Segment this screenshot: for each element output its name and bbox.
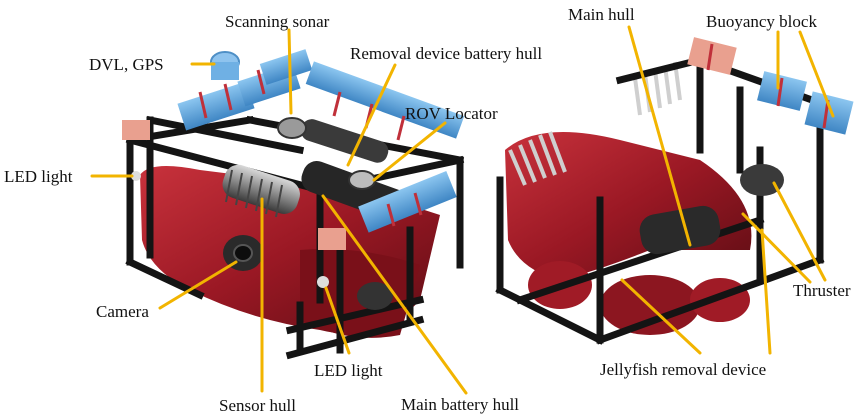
- label-thruster: Thruster: [793, 281, 851, 300]
- label-camera: Camera: [96, 302, 149, 321]
- right-thruster-shape: [740, 164, 784, 196]
- left-sonar-shape: [277, 117, 307, 139]
- leader-rov-locator: [372, 121, 447, 182]
- leader-removal-battery-hull: [346, 63, 397, 167]
- leader-jellyfish-removal-2: [760, 228, 772, 355]
- leader-main-battery-hull: [321, 194, 468, 395]
- label-main-battery-hull: Main battery hull: [401, 395, 520, 414]
- label-removal-device-battery-hull: Removal device battery hull: [350, 44, 543, 63]
- left-buoyancy-blocks: [122, 49, 465, 250]
- right-buoyancy-blocks: [687, 37, 854, 135]
- left-led-light-shape: [131, 171, 141, 181]
- label-sensor-hull: Sensor hull: [219, 396, 296, 415]
- label-jellyfish-removal-device: Jellyfish removal device: [600, 360, 767, 379]
- left-thruster-shape: [357, 282, 393, 310]
- left-sensor-hull-rings: [225, 169, 283, 218]
- label-buoyancy-block: Buoyancy block: [706, 12, 817, 31]
- label-scanning-sonar: Scanning sonar: [225, 12, 330, 31]
- left-camera-lens: [233, 244, 253, 262]
- leader-led-light-bottom: [324, 286, 351, 355]
- left-bottom-led-shape: [317, 276, 329, 288]
- leader-scanning-sonar: [287, 28, 293, 115]
- leader-thruster-2: [741, 212, 812, 284]
- right-main-hull-shape: [639, 205, 721, 255]
- leader-jellyfish-removal-1: [620, 278, 702, 355]
- leader-camera: [158, 260, 238, 310]
- left-rov-view: [122, 49, 465, 360]
- leader-buoyancy-block-2: [798, 30, 835, 118]
- right-red-hull-body: [505, 132, 752, 280]
- label-main-hull: Main hull: [568, 5, 635, 24]
- label-led-light-left: LED light: [4, 167, 73, 186]
- left-dvl-gps-body: [211, 62, 239, 80]
- right-frame: [495, 55, 845, 345]
- left-rov-locator-shape: [348, 170, 376, 190]
- leader-thruster: [772, 181, 827, 282]
- label-dvl-gps: DVL, GPS: [89, 55, 164, 74]
- left-removal-battery-hull-shape: [301, 119, 389, 163]
- leader-lines: [90, 25, 835, 395]
- label-led-light-bottom: LED light: [314, 361, 383, 380]
- label-rov-locator: ROV Locator: [405, 104, 498, 123]
- leader-main-hull: [627, 25, 692, 247]
